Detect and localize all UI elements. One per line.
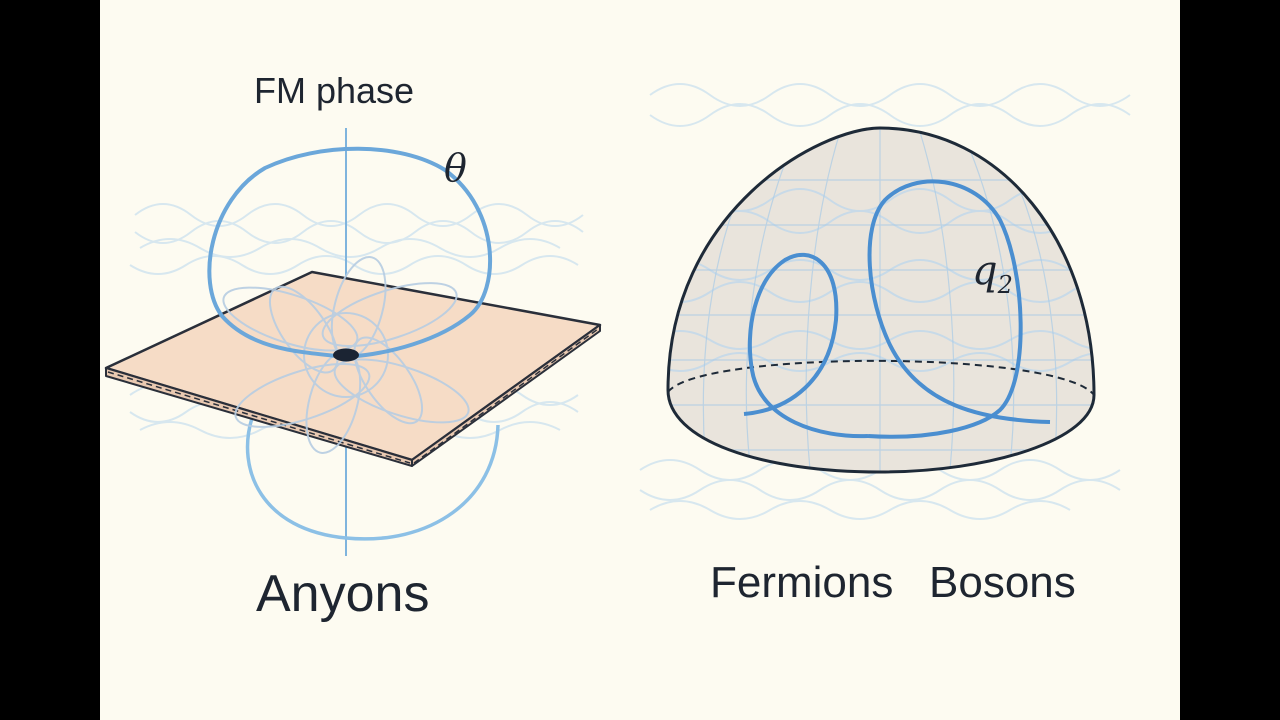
fm-phase-label: FM phase bbox=[254, 70, 415, 111]
plane bbox=[104, 270, 602, 467]
fermions-label: Fermions bbox=[710, 558, 894, 607]
bosons-label: Bosons bbox=[929, 558, 1076, 607]
lower-loop bbox=[245, 417, 500, 541]
q-subscript: 2 bbox=[997, 271, 1013, 299]
center-point bbox=[333, 348, 359, 362]
theta-label: θ bbox=[444, 146, 467, 190]
q-symbol: q bbox=[972, 248, 998, 294]
q2-label: q2 bbox=[972, 248, 1013, 299]
right-loop bbox=[867, 179, 1051, 439]
left-loop bbox=[743, 252, 869, 439]
upper-loop bbox=[207, 146, 493, 359]
dome bbox=[666, 126, 1096, 474]
anyons-label: Anyons bbox=[256, 565, 430, 623]
